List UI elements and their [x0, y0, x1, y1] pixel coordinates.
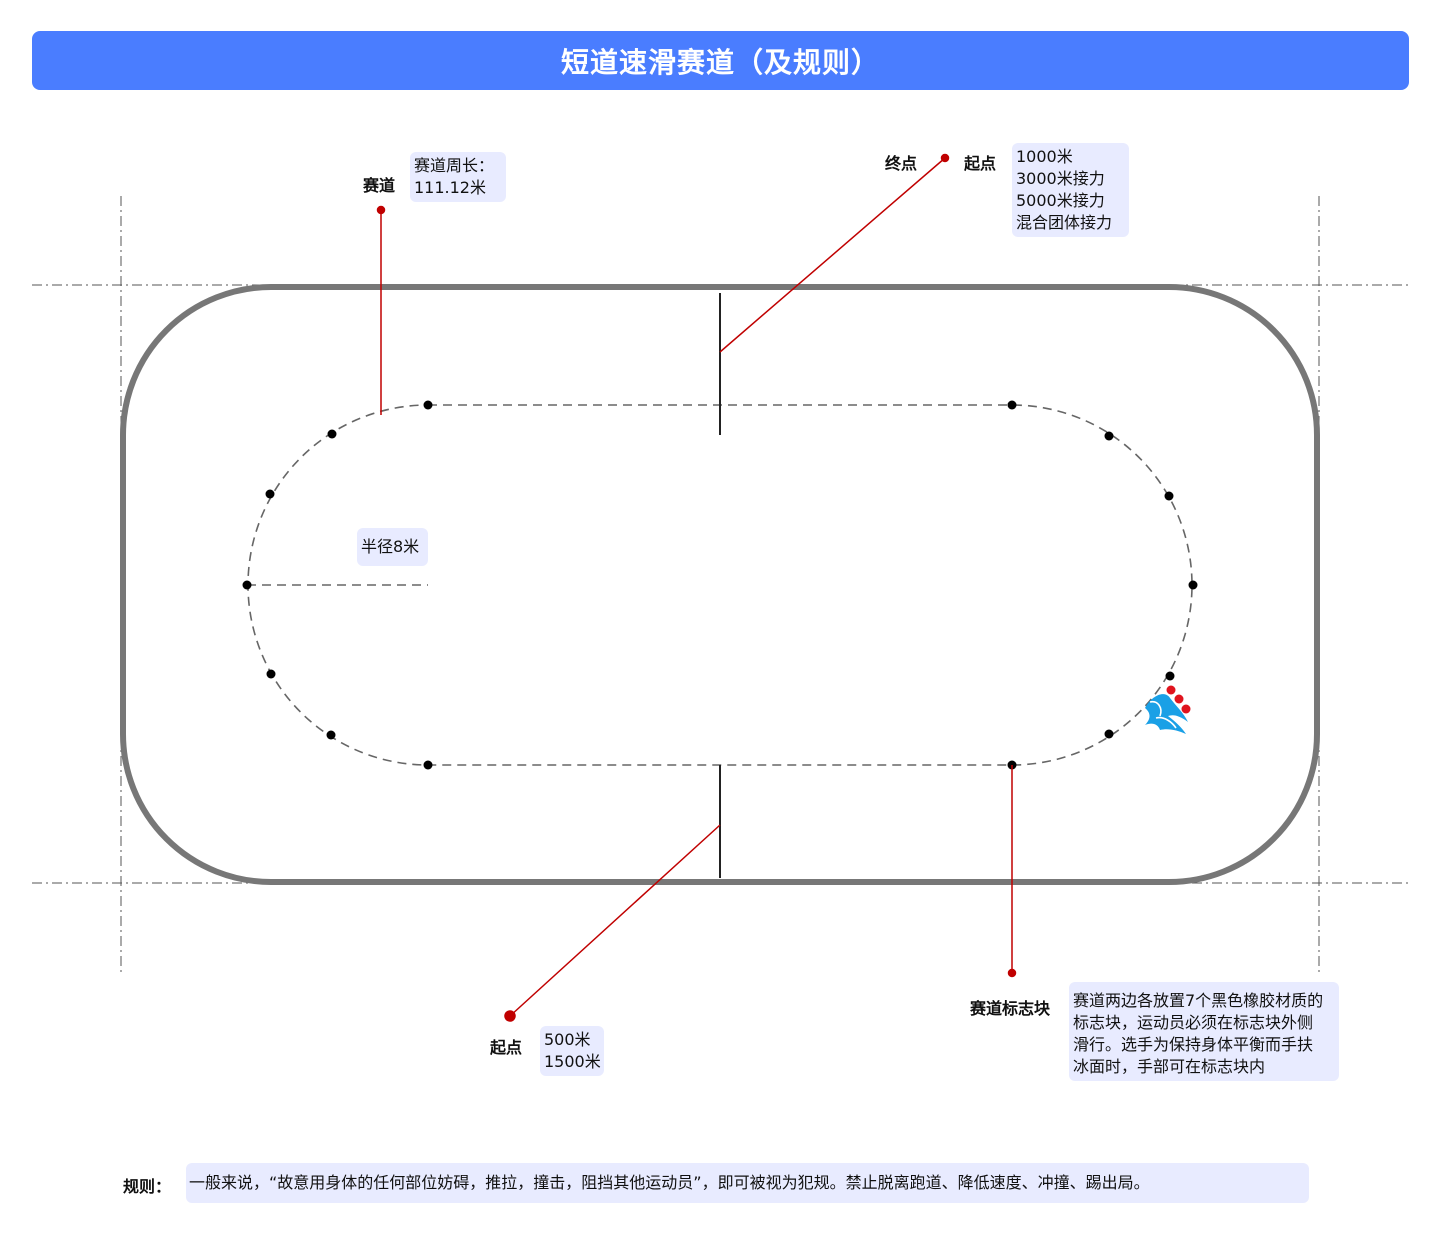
markers-note: 赛道两边各放置7个黑色橡胶材质的 标志块，运动员必须在标志块外侧 滑行。选手为保… [1069, 982, 1339, 1081]
rink-outline [120, 284, 1320, 885]
markers-note-line: 赛道两边各放置7个黑色橡胶材质的 [1073, 991, 1324, 1010]
track-label: 赛道 [363, 176, 396, 195]
track-note: 赛道周长： 111.12米 [410, 152, 506, 202]
markers-note-line: 滑行。选手为保持身体平衡而手扶 [1073, 1035, 1314, 1054]
rules-label: 规则： [123, 1177, 172, 1196]
markers-label: 赛道标志块 [970, 999, 1051, 1018]
track-marker [1007, 400, 1017, 410]
page-title: 短道速滑赛道（及规则） [560, 45, 880, 79]
markers-note-line: 冰面时，手部可在标志块内 [1073, 1057, 1266, 1076]
bottom-start-note-line: 1500米 [544, 1052, 601, 1071]
markers-callout-dot [1007, 968, 1017, 978]
title-bar: 短道速滑赛道（及规则） [32, 31, 1409, 90]
top-start-note-line: 1000米 [1016, 147, 1073, 166]
radius-note-line: 半径8米 [361, 537, 420, 556]
top-finish-callout-line [719, 157, 946, 353]
track-marker [423, 760, 433, 770]
callout-lines [376, 153, 1017, 1022]
track-callout-dot [376, 205, 386, 215]
markers-note-line: 标志块，运动员必须在标志块外侧 [1073, 1013, 1314, 1032]
track-markers [242, 400, 1198, 770]
bottom-start-callout-line [509, 824, 721, 1017]
track-marker [1164, 491, 1174, 501]
radius-note: 半径8米 [357, 528, 428, 566]
bottom-start-note: 500米 1500米 [540, 1026, 604, 1076]
top-start-note-line: 3000米接力 [1016, 169, 1105, 188]
track-marker [326, 730, 336, 740]
track-note-line: 111.12米 [414, 178, 486, 197]
track-marker [423, 400, 433, 410]
top-finish-callout-dot [940, 153, 950, 163]
top-start-label: 起点 [964, 154, 997, 173]
top-finish-label: 终点 [885, 154, 918, 173]
top-start-note: 1000米 3000米接力 5000米接力 混合团体接力 [1012, 143, 1129, 237]
track-marker [1165, 671, 1175, 681]
bottom-start-note-line: 500米 [544, 1030, 591, 1049]
rules-text: 一般来说，“故意用身体的任何部位妨碍，推拉，撞击，阻挡其他运动员”，即可被视为犯… [186, 1163, 1309, 1203]
top-start-note-line: 5000米接力 [1016, 191, 1105, 210]
speed-skater-icon [1145, 685, 1191, 734]
track-marker [242, 580, 252, 590]
bottom-start-label: 起点 [490, 1038, 523, 1057]
bottom-start-callout-dot [504, 1010, 516, 1022]
track-marker [266, 669, 276, 679]
top-start-note-line: 混合团体接力 [1016, 213, 1113, 232]
track-marker [327, 429, 337, 439]
track-note-line: 赛道周长： [414, 156, 495, 175]
track-marker [1104, 431, 1114, 441]
track-marker [265, 489, 275, 499]
track-marker [1104, 729, 1114, 739]
track-marker [1188, 580, 1198, 590]
